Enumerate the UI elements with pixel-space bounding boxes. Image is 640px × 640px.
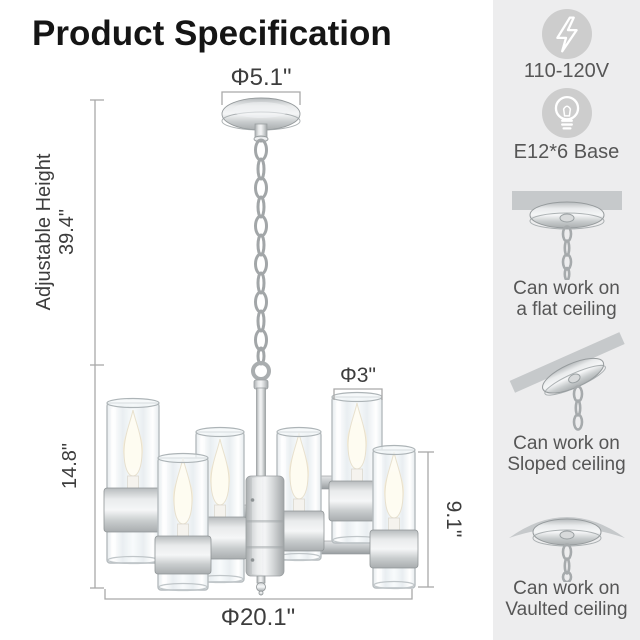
bulb-base-label: E12*6 Base	[513, 141, 620, 163]
voltage-label: 110-120V	[523, 60, 610, 82]
shade-height-label: 9.1"	[442, 501, 465, 538]
dimension-lines	[90, 91, 434, 600]
glass-shade-far-left	[103, 397, 163, 565]
chandelier-diagram: Φ5.1" Adjustable Height 39.4" 14.8" Φ3" …	[33, 64, 465, 631]
adjustable-height-value: 39.4"	[56, 209, 78, 255]
sloped-ceiling-line2: Sloped ceiling	[507, 454, 626, 475]
flat-ceiling-graphic	[493, 188, 640, 280]
vaulted-ceiling-line1: Can work on	[513, 578, 620, 599]
sloped-ceiling-line1: Can work on	[513, 433, 620, 454]
flat-ceiling-line2: a flat ceiling	[516, 299, 617, 320]
ceiling-canopy	[221, 97, 301, 143]
overall-diameter-label: Φ20.1"	[221, 604, 295, 631]
vaulted-ceiling-label: Can work on Vaulted ceiling	[493, 578, 640, 620]
canopy-diameter-label: Φ5.1"	[230, 64, 291, 91]
center-hub	[245, 475, 285, 596]
glass-shade-far-right	[369, 444, 419, 590]
bulb-spec	[493, 88, 640, 138]
flat-ceiling-line1: Can work on	[513, 278, 620, 299]
shade-diameter-label: Φ3"	[340, 364, 376, 387]
glass-shade-front-left	[154, 452, 212, 592]
page-title: Product Specification	[32, 14, 392, 53]
adjustable-height-label: Adjustable Height	[33, 153, 55, 310]
fixture-height-label: 14.8"	[59, 443, 81, 489]
spec-sidebar: 110-120V E12*6 Base Can work on a flat c…	[493, 0, 640, 640]
flat-ceiling-label: Can work on a flat ceiling	[493, 278, 640, 320]
center-stem	[251, 361, 271, 481]
sloped-ceiling-label: Can work on Sloped ceiling	[493, 433, 640, 475]
voltage-spec	[493, 9, 640, 59]
hanging-chain	[254, 138, 268, 366]
sloped-ceiling-graphic	[493, 320, 640, 432]
vaulted-ceiling-graphic	[493, 490, 640, 582]
glass-shade-upper-right	[328, 391, 386, 545]
vaulted-ceiling-line2: Vaulted ceiling	[505, 599, 628, 620]
lightning-icon	[541, 9, 592, 59]
bulb-icon	[541, 88, 592, 138]
